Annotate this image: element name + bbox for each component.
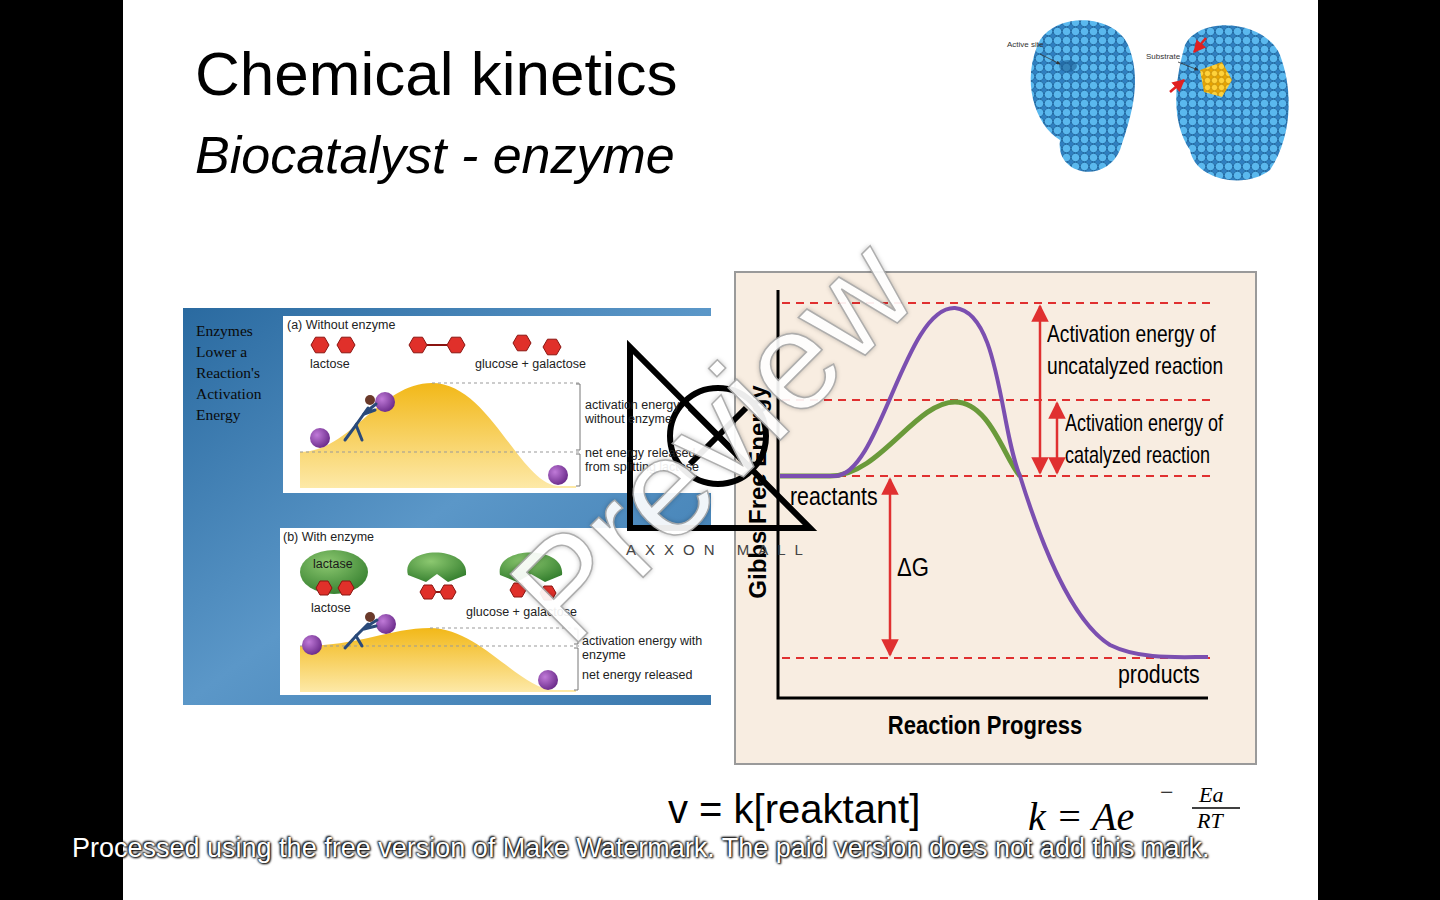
annotation: Activation energy of catalyzed reaction: [1065, 407, 1251, 470]
enzyme-panel-art-part: [311, 335, 561, 355]
enzyme-illustration-part: [1059, 60, 1077, 72]
annotation: Activation energy of uncatalyzed reactio…: [1047, 318, 1245, 381]
enzyme-panel-art-part-part: [345, 636, 362, 648]
enzyme-panel-art-part-part: [316, 581, 332, 595]
enzyme-panel-art-part: [300, 550, 368, 594]
enzyme-panel-art-part: [345, 620, 377, 648]
energy-diagram-art-part: [890, 306, 1057, 655]
watermark: Processed using the free version of Make…: [72, 833, 1210, 864]
panel-heading: Enzymes Lower a Reaction's Activation En…: [196, 321, 280, 426]
watermark: AXXON MALL: [626, 541, 812, 558]
arrhenius-equation: −: [1160, 780, 1174, 804]
callout-label: Substrate: [1146, 52, 1180, 61]
molecule-label: lactose: [311, 601, 351, 615]
enzyme-panel-art-part-part: [345, 425, 362, 440]
slide-title: Chemical kinetics: [195, 38, 677, 109]
enzyme-illustration-part: [1194, 38, 1206, 52]
enzyme-panel-art-part: [310, 428, 330, 448]
enzyme-illustration-part: [1176, 25, 1288, 180]
enzyme-label: lactase: [313, 557, 353, 571]
fraction-bar: [1192, 807, 1240, 809]
enzyme-panel-art-part: [376, 614, 396, 634]
enzyme-illustration-part: [1200, 62, 1232, 97]
enzyme-panel-art-part: [345, 404, 376, 440]
arrhenius-equation: RT: [1197, 810, 1223, 832]
enzyme-illustration-part: [1040, 54, 1060, 64]
enzyme-panel-art-part-part: [432, 383, 582, 384]
axis-title: Reaction Progress: [888, 711, 1082, 740]
subtitle: Biocatalyst - enzyme: [195, 126, 675, 186]
enzyme-panel-art-part: [375, 392, 395, 412]
energy-diagram-art-part-part: [782, 657, 1210, 659]
enzyme-panel-art-part-part: [337, 337, 355, 353]
enzyme-panel-art-part: [365, 395, 375, 405]
enzyme-panel-art-part-part: [447, 337, 465, 353]
enzyme-panel-art-part: [302, 635, 322, 655]
enzyme-illustration-part: [1178, 62, 1198, 70]
level-label: reactants: [790, 482, 878, 512]
energy-label: net energy released: [582, 668, 706, 682]
enzyme-panel-art-part-part: [409, 337, 427, 353]
arrhenius-equation: Ea: [1199, 784, 1223, 806]
molecule-label: glucose + galactose: [475, 357, 586, 371]
enzyme-panel-art-part-part: [440, 585, 456, 599]
rate-equation: v = k[reaktant]: [668, 786, 920, 832]
enzyme-illustration-part: [1031, 20, 1135, 171]
enzyme-panel-art-part: [407, 553, 466, 583]
callout-label: Active site: [1007, 40, 1043, 49]
enzyme-panel-art-part-part: [300, 646, 580, 647]
enzyme-panel-art-part-part: [543, 339, 561, 355]
enzyme-panel-art-part: [300, 383, 576, 488]
enzyme-panel-art-part: [300, 628, 576, 692]
enzyme-panel-art-part-part: [420, 585, 436, 599]
enzyme-panel-art-part: [365, 612, 375, 622]
enzyme-panel-art-part: [427, 344, 447, 346]
enzyme-panel-art-part-part: [513, 335, 531, 351]
energy-diagram-art-part-part: [1039, 306, 1042, 473]
enzyme-panel-art-part-part: [311, 337, 329, 353]
energy-diagram-art-part-part: [889, 479, 892, 655]
delta-g-label: ΔG: [897, 553, 929, 583]
enzyme-panel-art-part: [538, 670, 558, 690]
enzyme-panel-art-part: [300, 383, 582, 452]
enzyme-panel-art-part-part: [300, 452, 582, 453]
slide-background: [123, 0, 1318, 900]
level-label: products: [1118, 660, 1200, 690]
panel-heading: (b) With enzyme: [283, 530, 374, 544]
panel-heading: (a) Without enzyme: [287, 318, 395, 332]
enzyme-illustration: [1031, 20, 1289, 180]
molecule-label: lactose: [310, 357, 350, 371]
enzyme-panel-art-part-part: [338, 581, 354, 595]
enzyme-panel-art-part: [300, 628, 580, 646]
enzyme-panel-art-part: [436, 591, 440, 593]
enzyme-illustration-part: [1170, 80, 1184, 92]
energy-diagram-art-part-part: [1056, 403, 1059, 473]
enzyme-panel-art-part-part: [364, 404, 376, 414]
